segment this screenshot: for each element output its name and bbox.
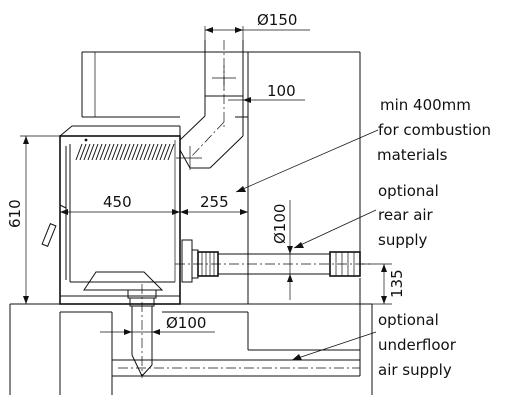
stove-depth-label: 450 (103, 193, 132, 211)
combustion-note-line-2: for combustion (378, 121, 491, 139)
flue-pipe (176, 40, 244, 170)
vent-hatching (75, 143, 175, 161)
flue-diameter-label: Ø150 (257, 11, 297, 29)
dimension-labels: Ø150 100 610 450 255 Ø100 135 Ø100 (6, 11, 406, 332)
combustion-note-line-3: materials (377, 146, 448, 164)
wall-clearance-label: 255 (200, 193, 229, 211)
combustion-note-line-1: min 400mm (380, 96, 471, 114)
rear-pipe-diameter-label: Ø100 (271, 204, 289, 244)
door-handle[interactable] (41, 223, 57, 247)
flue-offset-label: 100 (267, 82, 296, 100)
rear-air-note-line-2: rear air (378, 206, 434, 224)
rear-air-note-line-3: supply (378, 231, 428, 249)
floor-pipe-diameter-label: Ø100 (166, 314, 206, 332)
dimension-lines (20, 26, 392, 335)
rear-pipe-height-label: 135 (388, 269, 406, 298)
stove-body (41, 125, 181, 305)
rear-wall (81, 51, 361, 376)
leader-lines (235, 129, 379, 361)
rear-air-pipe (175, 239, 370, 283)
underfloor-note-line-3: air supply (378, 361, 452, 379)
floor (9, 303, 373, 395)
underfloor-note-line-1: optional (378, 311, 439, 329)
notes: min 400mm for combustion materials optio… (377, 96, 491, 379)
underfloor-pipe (118, 284, 360, 378)
rear-air-note-line-1: optional (378, 182, 439, 200)
underfloor-note-line-2: underfloor (378, 336, 457, 354)
stove-height-label: 610 (6, 199, 24, 228)
